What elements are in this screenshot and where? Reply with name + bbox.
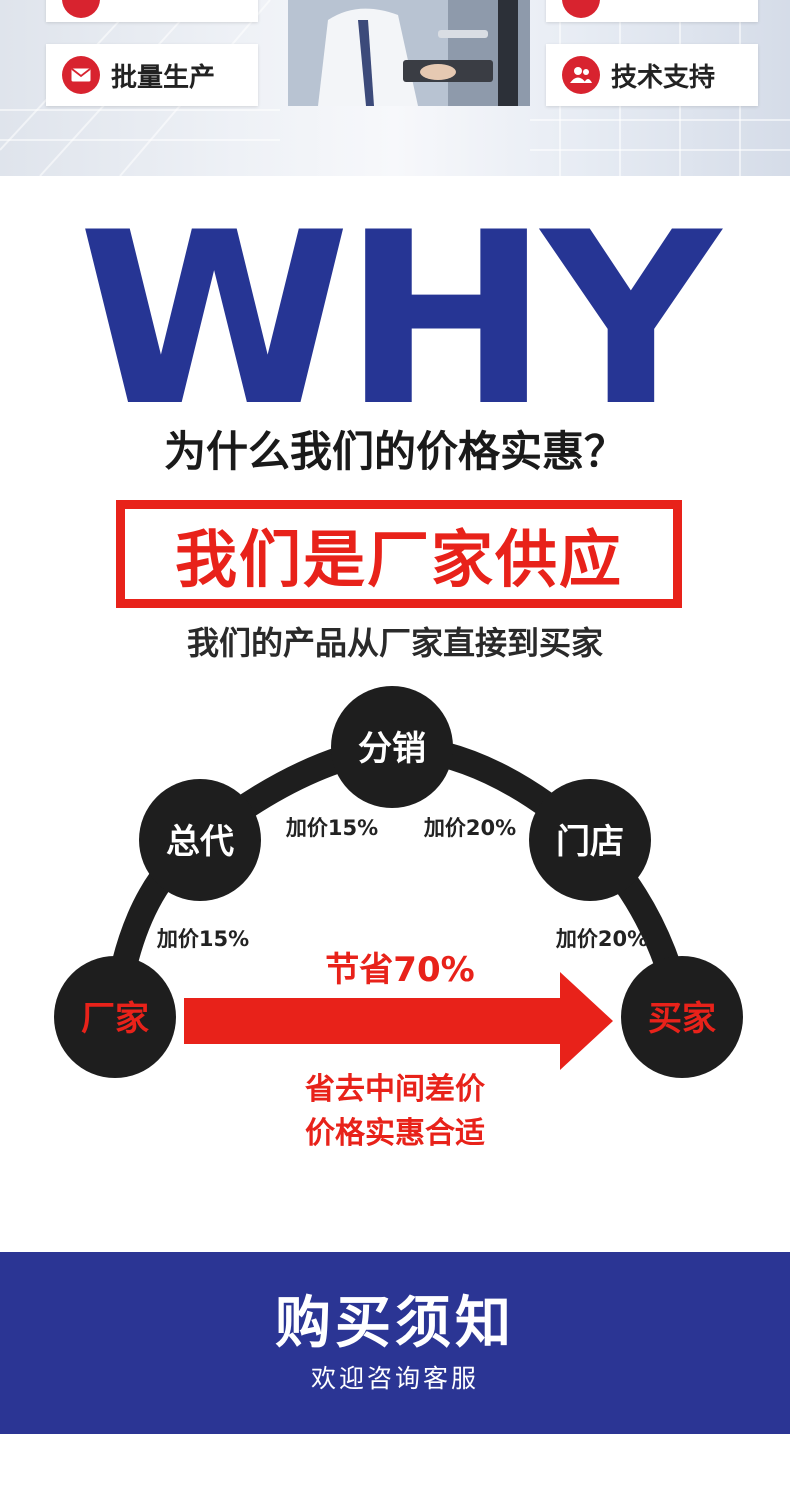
markup-label-general-agent: 加价15% xyxy=(156,927,249,951)
node-store: 门店 xyxy=(529,779,651,901)
factory-supply-headline: 我们是厂家供应 xyxy=(174,523,623,596)
node-factory: 厂家 xyxy=(54,956,176,1078)
purchase-notice-banner: 购买须知 欢迎咨询客服 xyxy=(0,1252,790,1434)
factory-supply-box: 我们是厂家供应 xyxy=(116,500,682,608)
node-general-agent: 总代 xyxy=(139,779,261,901)
node-distribution-label: 分销 xyxy=(358,729,426,769)
direct-to-buyer-subline: 我们的产品从厂家直接到买家 xyxy=(186,624,603,662)
node-distribution: 分销 xyxy=(331,686,453,808)
price-question: 为什么我们的价格实惠？ xyxy=(163,427,626,476)
partial-icon xyxy=(62,0,100,18)
note-line-1: 省去中间差价 xyxy=(305,1072,485,1107)
consult-service-subtitle: 欢迎咨询客服 xyxy=(310,1364,479,1393)
tech-support-label: 技术支持 xyxy=(611,62,716,93)
price-flow-diagram: 厂家 总代 分销 门店 买家 加价15% 加价15% 加价20% 加价20% 节… xyxy=(54,686,743,1078)
purchase-notice-title: 购买须知 xyxy=(275,1291,515,1356)
tech-support-card: 技术支持 xyxy=(546,44,758,106)
partial-card-right xyxy=(546,0,758,22)
top-banner: 批量生产 技术支持 xyxy=(0,0,790,176)
note-line-2: 价格实惠合适 xyxy=(305,1116,485,1151)
node-store-label: 门店 xyxy=(556,822,624,862)
office-photo xyxy=(288,0,530,106)
batch-production-label: 批量生产 xyxy=(111,62,216,93)
mail-icon xyxy=(62,56,100,94)
node-general-agent-label: 总代 xyxy=(166,822,234,862)
saving-arrow xyxy=(184,972,613,1070)
saving-label: 节省70% xyxy=(325,950,474,990)
why-heading: WHY xyxy=(77,182,721,459)
node-buyer: 买家 xyxy=(621,956,743,1078)
batch-production-card: 批量生产 xyxy=(46,44,258,106)
markup-label-store: 加价20% xyxy=(423,816,516,840)
partial-icon xyxy=(562,0,600,18)
markup-label-distribution: 加价15% xyxy=(285,816,378,840)
node-buyer-label: 买家 xyxy=(648,999,716,1039)
markup-label-buyer: 加价20% xyxy=(555,927,648,951)
user-group-icon xyxy=(562,56,600,94)
partial-card-left xyxy=(46,0,258,22)
node-factory-label: 厂家 xyxy=(81,999,149,1039)
